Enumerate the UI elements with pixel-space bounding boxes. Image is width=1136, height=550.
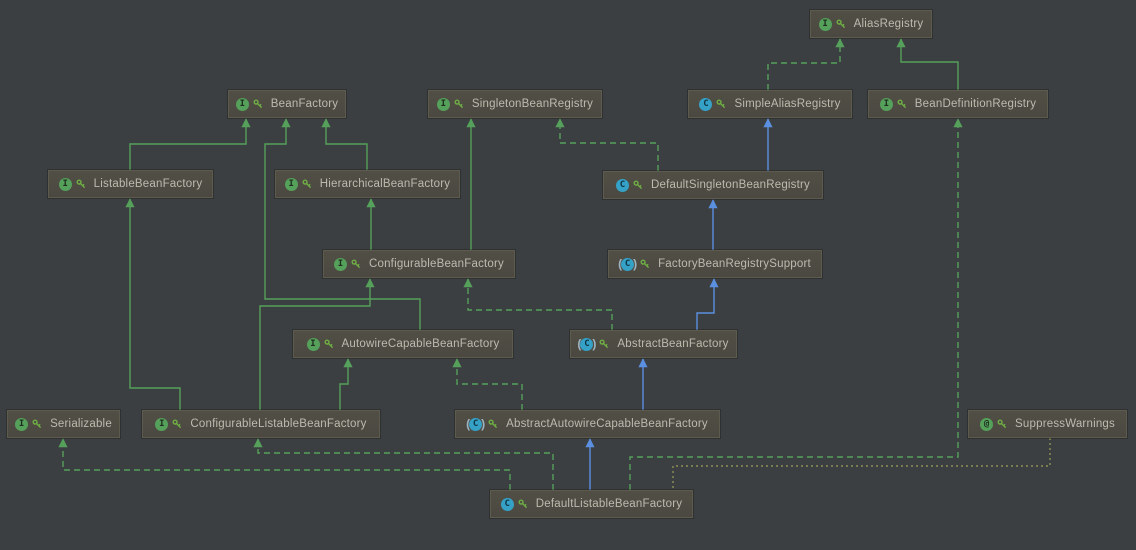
key-icon (76, 179, 85, 189)
key-icon (599, 339, 609, 349)
key-icon (640, 259, 650, 269)
node-configurable-bean-factory[interactable]: I ConfigurableBeanFactory (323, 250, 515, 278)
key-icon (633, 180, 643, 190)
class-icon: C (615, 178, 629, 192)
node-abstract-autowire-capable-bean-factory[interactable]: (C) AbstractAutowireCapableBeanFactory (455, 410, 720, 438)
node-label: DefaultListableBeanFactory (535, 498, 683, 510)
edge-configurable-listable-bean-factory-listable-bean-factory-extends[interactable] (125, 198, 181, 410)
node-bean-factory[interactable]: I BeanFactory (228, 90, 346, 118)
node-label: AbstractBeanFactory (617, 338, 729, 350)
key-icon (253, 99, 262, 109)
node-label: AliasRegistry (853, 18, 924, 30)
node-suppress-warnings[interactable]: @ SuppressWarnings (968, 410, 1127, 438)
key-icon (836, 19, 845, 29)
key-icon (302, 179, 311, 189)
edge-bean-definition-registry-alias-registry-extends[interactable] (896, 38, 959, 90)
key-icon (488, 419, 498, 429)
key-icon (716, 99, 726, 109)
edge-default-singleton-bean-registry-singleton-bean-registry-implements[interactable] (555, 118, 659, 171)
key-icon (454, 99, 463, 109)
abstract-class-icon: (C) (618, 256, 638, 271)
interface-icon: I (235, 97, 249, 111)
key-icon (351, 259, 361, 269)
node-default-listable-bean-factory[interactable]: C DefaultListableBeanFactory (490, 490, 693, 518)
edge-configurable-listable-bean-factory-autowire-capable-bean-factory-extends[interactable] (339, 358, 353, 410)
key-icon (897, 99, 906, 109)
interface-icon: I (306, 337, 320, 351)
node-label: ConfigurableListableBeanFactory (190, 418, 367, 430)
key-icon (518, 499, 527, 509)
edge-listable-bean-factory-bean-factory-extends[interactable] (129, 118, 251, 170)
node-label: ConfigurableBeanFactory (368, 258, 504, 270)
class-icon: C (500, 497, 514, 511)
interface-icon: I (333, 257, 347, 271)
interface-icon: I (15, 417, 29, 431)
node-label: BeanFactory (270, 98, 339, 110)
node-hierarchical-bean-factory[interactable]: I HierarchicalBeanFactory (275, 170, 460, 198)
key-icon (323, 339, 333, 349)
node-bean-definition-registry[interactable]: I BeanDefinitionRegistry (868, 90, 1048, 118)
node-label: AbstractAutowireCapableBeanFactory (506, 418, 708, 430)
node-label: HierarchicalBeanFactory (319, 178, 451, 190)
edge-default-listable-bean-factory-bean-definition-registry-implements[interactable] (629, 118, 963, 490)
node-autowire-capable-bean-factory[interactable]: I AutowireCapableBeanFactory (293, 330, 513, 358)
class-icon: C (699, 97, 713, 111)
node-label: AutowireCapableBeanFactory (341, 338, 500, 350)
node-label: Serializable (50, 418, 112, 430)
node-configurable-listable-bean-factory[interactable]: I ConfigurableListableBeanFactory (142, 410, 380, 438)
node-label: SimpleAliasRegistry (734, 98, 841, 110)
node-singleton-bean-registry[interactable]: I SingletonBeanRegistry (428, 90, 602, 118)
node-factory-bean-registry-support[interactable]: (C) FactoryBeanRegistrySupport (608, 250, 822, 278)
edge-default-listable-bean-factory-serializable-implements[interactable] (58, 438, 511, 490)
node-simple-alias-registry[interactable]: C SimpleAliasRegistry (688, 90, 852, 118)
interface-icon: I (155, 417, 169, 431)
node-default-singleton-bean-registry[interactable]: C DefaultSingletonBeanRegistry (603, 171, 823, 199)
node-label: ListableBeanFactory (93, 178, 203, 190)
interface-icon: I (58, 177, 72, 191)
node-serializable[interactable]: I Serializable (7, 410, 120, 438)
edge-abstract-bean-factory-configurable-bean-factory-implements[interactable] (463, 278, 613, 330)
interface-icon: I (818, 17, 832, 31)
interface-icon: I (284, 177, 298, 191)
abstract-class-icon: (C) (466, 416, 486, 431)
node-label: FactoryBeanRegistrySupport (658, 258, 811, 270)
node-label: DefaultSingletonBeanRegistry (650, 179, 811, 191)
edge-default-listable-bean-factory-configurable-listable-bean-factory-implements[interactable] (253, 438, 554, 490)
node-abstract-bean-factory[interactable]: (C) AbstractBeanFactory (570, 330, 737, 358)
edge-abstract-bean-factory-factory-bean-registry-support-extends[interactable] (696, 278, 719, 330)
node-listable-bean-factory[interactable]: I ListableBeanFactory (48, 170, 213, 198)
edge-hierarchical-bean-factory-bean-factory-extends[interactable] (321, 118, 368, 170)
edge-abstract-autowire-capable-bean-factory-autowire-capable-bean-factory-implements[interactable] (452, 358, 523, 410)
interface-icon: I (436, 97, 450, 111)
key-icon (172, 419, 182, 429)
node-label: SuppressWarnings (1015, 418, 1115, 430)
edge-autowire-capable-bean-factory-bean-factory-extends[interactable] (264, 118, 421, 330)
edge-configurable-listable-bean-factory-configurable-bean-factory-extends[interactable] (259, 278, 375, 410)
key-icon (997, 419, 1007, 429)
edge-suppress-warnings-default-listable-bean-factory-annotation[interactable] (672, 438, 1051, 490)
abstract-class-icon: (C) (577, 336, 597, 351)
node-label: BeanDefinitionRegistry (914, 98, 1037, 110)
edge-simple-alias-registry-alias-registry-implements[interactable] (767, 38, 845, 90)
interface-icon: I (879, 97, 893, 111)
node-label: SingletonBeanRegistry (471, 98, 594, 110)
key-icon (32, 419, 42, 429)
annotation-icon: @ (980, 417, 994, 431)
node-alias-registry[interactable]: I AliasRegistry (810, 10, 932, 38)
